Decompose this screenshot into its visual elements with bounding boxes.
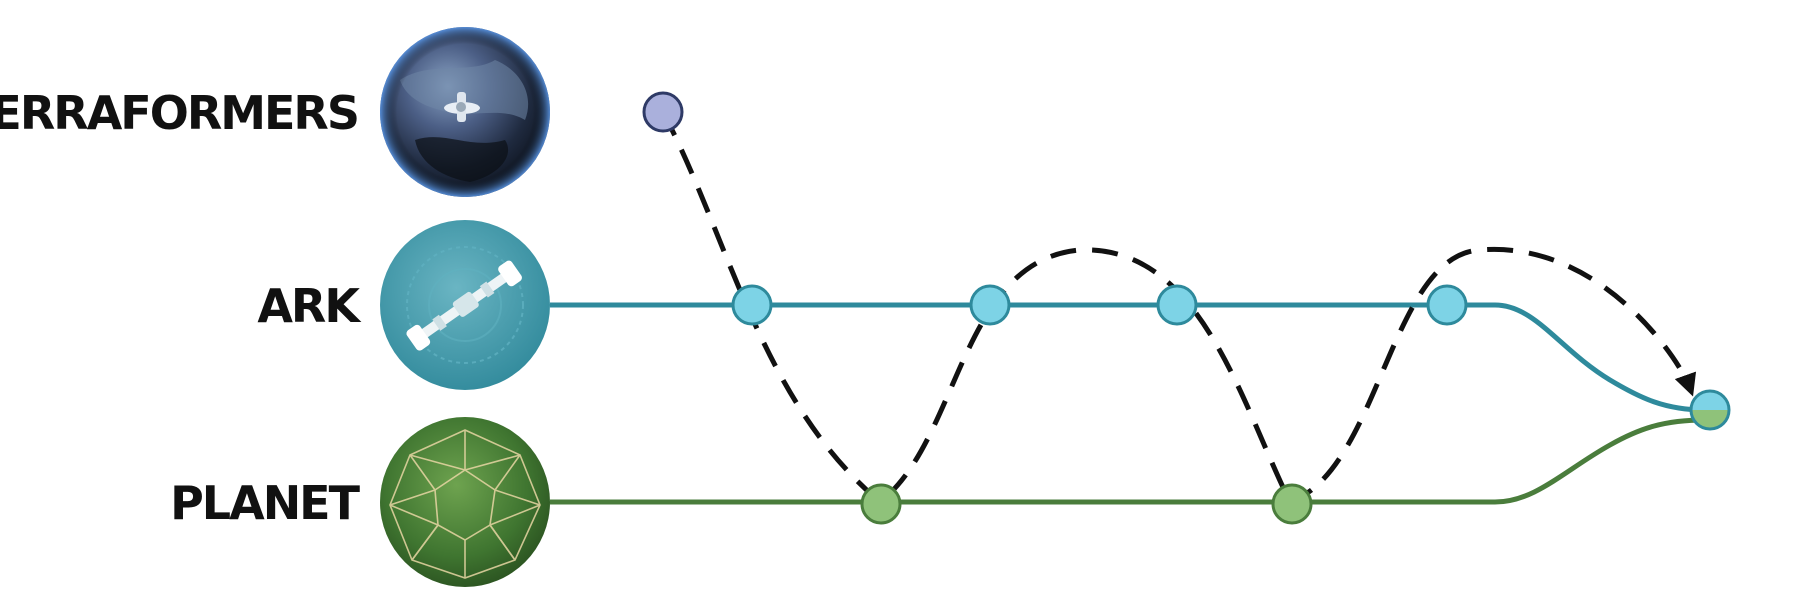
planet-track-line <box>550 417 1706 505</box>
terraformers-label: TERRAFORMERS <box>0 86 358 140</box>
ark-track-line <box>550 302 1706 413</box>
dashed-flow-path <box>660 110 1697 506</box>
terraformers-node <box>642 91 684 133</box>
ark-node <box>969 284 1011 326</box>
planet-label: PLANET <box>170 476 361 530</box>
ark-node <box>1426 284 1468 326</box>
planet-node <box>1271 483 1313 525</box>
geodesic-planet-icon <box>380 417 550 587</box>
planet-node <box>860 483 902 525</box>
ark-node <box>731 284 773 326</box>
ark-node <box>1156 284 1198 326</box>
ark-label: ARK <box>257 279 362 333</box>
earth-with-space-station-icon <box>380 27 550 197</box>
spaceship-icon <box>380 220 550 390</box>
merge-end-node <box>1689 389 1731 431</box>
